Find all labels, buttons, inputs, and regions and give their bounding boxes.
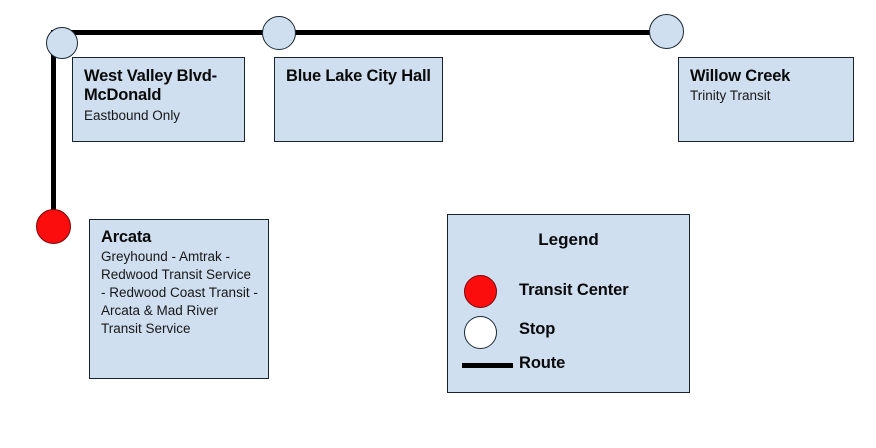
- station-title-blue-lake-city-hall: Blue Lake City Hall: [286, 67, 431, 85]
- info-box-arcata[interactable]: Arcata Greyhound - Amtrak - Redwood Tran…: [89, 219, 269, 379]
- info-box-west-valley-blvd-mcdonald[interactable]: West Valley Blvd-McDonald Eastbound Only: [72, 57, 245, 142]
- route-line-horizontal-main: [52, 30, 664, 35]
- legend-swatch-stop-icon: [464, 316, 497, 349]
- legend-title: Legend: [538, 230, 599, 249]
- legend-swatch-transit-center-icon: [464, 275, 497, 308]
- legend-label-transit-center: Transit Center: [519, 281, 629, 299]
- legend-swatch-route-icon: [462, 363, 513, 368]
- stop-node-west-valley-blvd-mcdonald[interactable]: [46, 27, 78, 59]
- station-subtitle-arcata: Greyhound - Amtrak - Redwood Transit Ser…: [101, 249, 258, 337]
- station-title-west-valley-blvd-mcdonald: West Valley Blvd-McDonald: [84, 67, 217, 105]
- stop-node-blue-lake-city-hall[interactable]: [262, 16, 296, 50]
- legend-label-route: Route: [519, 354, 566, 372]
- station-title-willow-creek: Willow Creek: [690, 67, 791, 85]
- legend: Legend Transit Center Stop Route: [447, 214, 690, 393]
- transit-center-node-arcata[interactable]: [36, 209, 71, 244]
- route-line-vertical-arcata-branch: [51, 30, 56, 227]
- legend-label-stop: Stop: [519, 320, 556, 338]
- station-subtitle-west-valley-blvd-mcdonald: Eastbound Only: [84, 107, 181, 123]
- station-title-arcata: Arcata: [101, 228, 152, 246]
- station-subtitle-willow-creek: Trinity Transit: [690, 88, 771, 104]
- stop-node-willow-creek[interactable]: [649, 14, 684, 49]
- info-box-blue-lake-city-hall[interactable]: Blue Lake City Hall: [274, 57, 443, 142]
- info-box-willow-creek[interactable]: Willow Creek Trinity Transit: [678, 57, 854, 142]
